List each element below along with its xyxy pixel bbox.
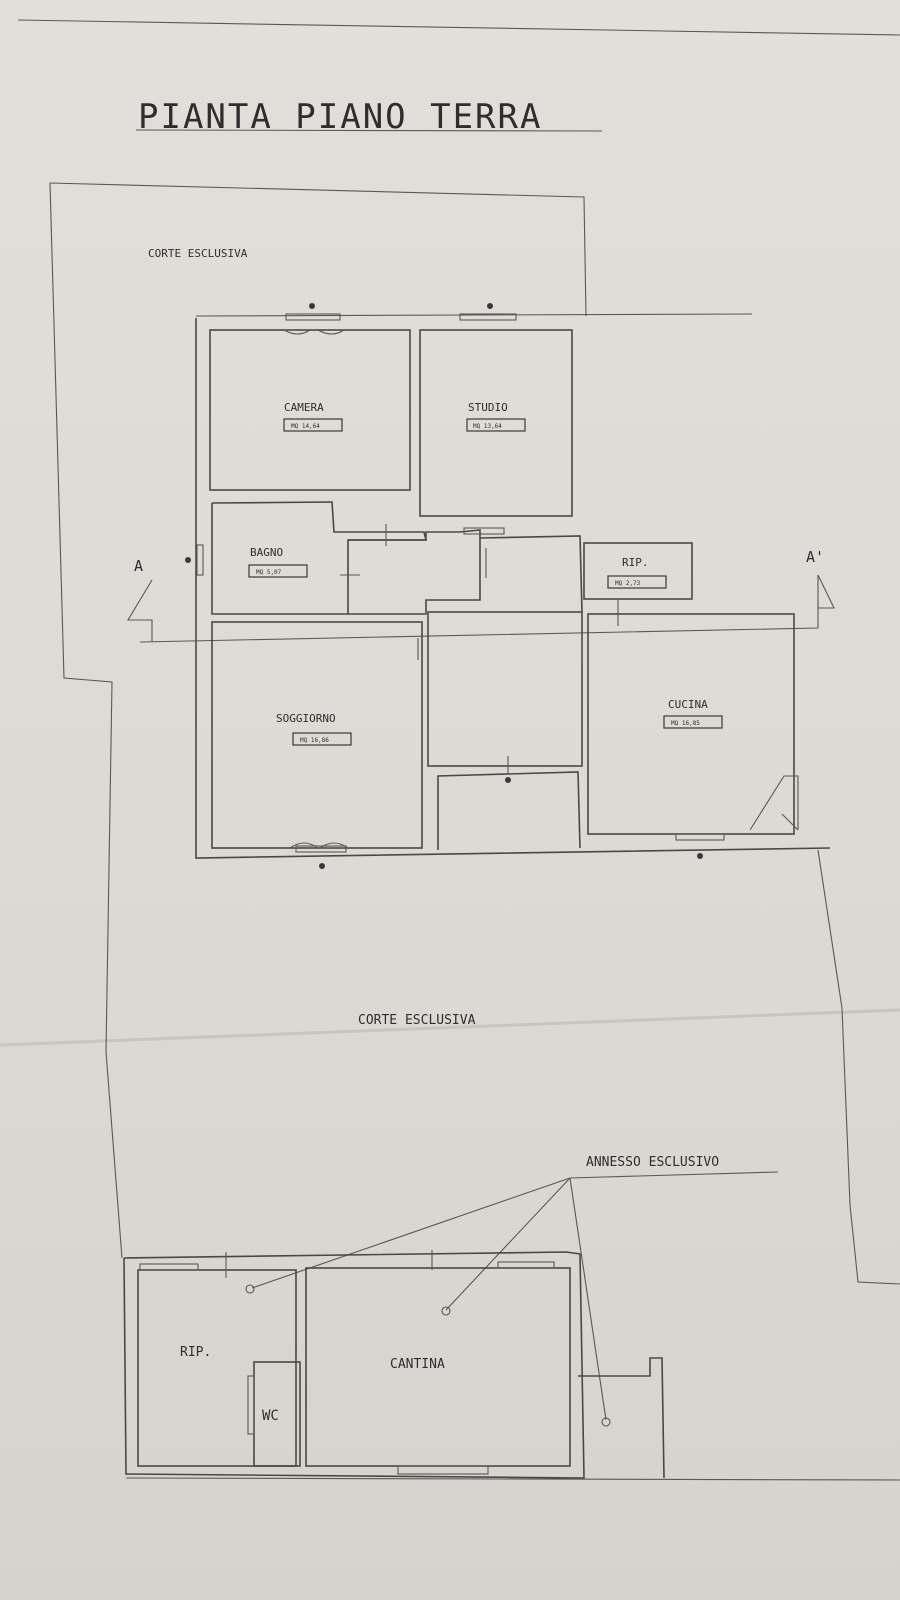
annex-ground-line <box>125 1477 900 1481</box>
studio-light-point <box>487 303 493 309</box>
corte-top-label: CORTE ESCLUSIVA <box>148 247 248 260</box>
annesso-leader <box>569 1171 779 1179</box>
rip-bottom-window <box>139 1263 199 1271</box>
camera-window <box>283 329 345 335</box>
room-cucina-area: MQ 16,85 <box>671 720 700 727</box>
camera-window-frame <box>285 313 341 321</box>
room-soggiorno-name: SOGGIORNO <box>276 712 336 725</box>
corte-top-boundary <box>49 182 587 317</box>
section-label-a: A <box>134 557 143 575</box>
title-underline <box>135 129 603 132</box>
room-rip-bottom <box>137 1269 297 1467</box>
corte-left-boundary <box>49 182 123 1259</box>
sheet-border <box>17 19 900 36</box>
house-perimeter <box>195 318 831 859</box>
room-camera-area: MQ 14,64 <box>291 423 320 430</box>
camera-light-point <box>309 303 315 309</box>
room-cantina-name: CANTINA <box>390 1357 445 1372</box>
annex-shed <box>578 1357 665 1479</box>
room-camera-name: CAMERA <box>284 401 324 414</box>
room-cucina-area-box <box>663 715 723 729</box>
room-rip-top <box>583 542 693 600</box>
annex-outer <box>123 1251 585 1479</box>
paper-fold <box>0 1008 900 1047</box>
ingresso-light-point <box>505 777 511 783</box>
bagno-window <box>196 544 204 576</box>
room-rip-top-area: MQ 2,73 <box>615 580 641 587</box>
room-soggiorno-area-box <box>292 732 352 746</box>
room-ingresso <box>427 611 583 767</box>
cucina-window-frame <box>675 833 725 841</box>
corte-right-boundary <box>817 849 900 1285</box>
room-wc-name: WC <box>262 1408 279 1424</box>
cantina-door <box>397 1465 489 1475</box>
room-camera-area-box <box>283 418 343 432</box>
room-cucina-name: CUCINA <box>668 698 708 711</box>
section-marker-a-prime <box>817 574 835 609</box>
annesso-label: ANNESSO ESCLUSIVO <box>586 1155 719 1170</box>
cucina-light-point <box>697 853 703 859</box>
room-studio-area-box <box>466 418 526 432</box>
hallway-door <box>463 527 505 535</box>
room-soggiorno <box>211 621 423 849</box>
hallway <box>348 529 481 615</box>
room-rip-bottom-name: RIP. <box>180 1345 211 1360</box>
room-bagno-area-box <box>248 564 308 578</box>
room-studio <box>419 329 573 517</box>
room-bagno <box>211 501 428 615</box>
annesso-point-2 <box>441 1306 451 1316</box>
soggiorno-window-frame <box>295 845 347 853</box>
section-label-a-prime: A' <box>806 548 824 566</box>
room-rip-top-name: RIP. <box>622 556 649 569</box>
annesso-leader-3 <box>569 1177 607 1421</box>
annesso-point-3 <box>601 1417 611 1427</box>
room-bagno-name: BAGNO <box>250 546 283 559</box>
cucina-corner-mark <box>781 813 799 831</box>
annesso-point-1 <box>245 1284 255 1294</box>
room-portico <box>437 771 581 850</box>
studio-window-frame <box>459 313 517 321</box>
annesso-leader-2 <box>445 1177 571 1311</box>
cantina-window <box>497 1261 555 1269</box>
cucina-corner <box>749 775 799 831</box>
hallway-upper <box>479 535 583 613</box>
bagno-light-point <box>185 557 191 563</box>
soggiorno-light-point <box>319 863 325 869</box>
section-line <box>139 600 819 643</box>
annesso-leader-1 <box>251 1177 571 1289</box>
room-soggiorno-area: MQ 16,86 <box>300 737 329 744</box>
corte-top-line <box>195 313 753 317</box>
room-bagno-area: MQ 5,07 <box>256 569 282 576</box>
corte-bottom-label: CORTE ESCLUSIVA <box>358 1013 476 1028</box>
wc-window <box>247 1375 255 1435</box>
room-rip-top-area-box <box>607 575 667 589</box>
section-marker-a <box>127 579 153 642</box>
room-studio-name: STUDIO <box>468 401 508 414</box>
room-studio-area: MQ 13,64 <box>473 423 502 430</box>
